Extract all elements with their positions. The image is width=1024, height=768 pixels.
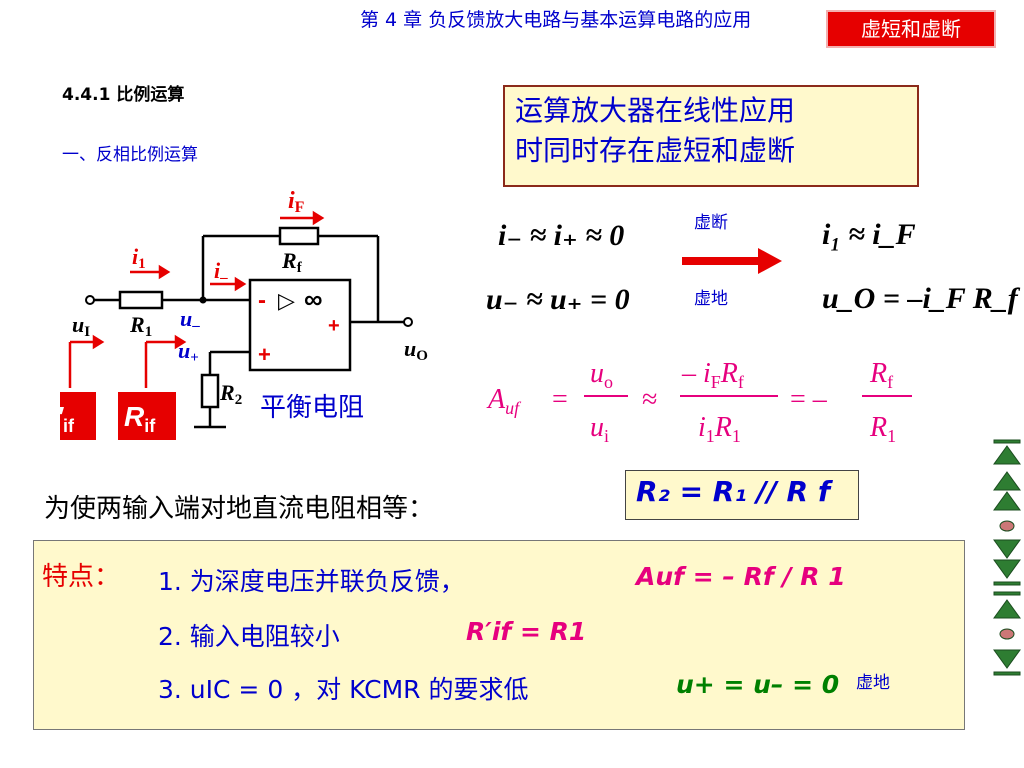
label-i1: i1 <box>132 244 146 272</box>
svg-text:≈: ≈ <box>642 384 657 415</box>
feature-item-1-formula: Auf = – Rf / R 1 <box>636 562 846 591</box>
section-heading: 4.4.1 比例运算 <box>62 85 185 105</box>
label-uo: uO <box>404 336 428 364</box>
feature-item-2-formula: R′if = R1 <box>466 617 587 646</box>
svg-text:uo: uo <box>590 358 613 392</box>
opamp-box <box>248 278 352 372</box>
output-terminal <box>403 317 413 327</box>
nav-back-icon[interactable] <box>999 628 1015 640</box>
feature-item-3: 3. uIC = 0 ，对 KCMR 的要求低 <box>158 675 529 704</box>
nav-home-icon[interactable] <box>999 520 1015 532</box>
input-terminal <box>85 295 95 305</box>
svg-text:Rf: Rf <box>869 358 893 392</box>
resistor-r1 <box>118 290 164 310</box>
svg-text:i1R1: i1R1 <box>698 412 741 446</box>
feature-item-3-formula: u+ = u– = 0 <box>676 670 840 699</box>
svg-text:– iFRf: – iFRf <box>681 358 744 392</box>
note-virtual-ground: 虚地 <box>694 289 728 309</box>
resistor-rf <box>278 226 320 246</box>
chapter-title: 第 4 章 负反馈放大电路与基本运算电路的应用 <box>360 9 752 31</box>
features-label: 特点： <box>42 562 121 592</box>
label-rf: Rf <box>281 248 303 276</box>
feature-item-2: 2. 输入电阻较小 <box>158 622 340 651</box>
feature-item-1: 1. 为深度电压并联负反馈， <box>158 567 465 596</box>
resistor-r2 <box>200 373 220 409</box>
label-ui: uI <box>72 312 90 340</box>
svg-text:ui: ui <box>590 412 609 446</box>
svg-text:R′if: R′if <box>60 401 75 436</box>
opamp-output-plus: + <box>328 315 340 337</box>
formula-current-equal: i₁ ≈ i_F <box>822 218 916 251</box>
svg-text:= –: = – <box>790 384 828 415</box>
nav-prev-icon[interactable] <box>993 591 1021 619</box>
label-r2: R2 <box>219 380 242 408</box>
note-virtual-open: 虚断 <box>694 213 728 233</box>
opamp-infinity-icon: ∞ <box>304 284 323 314</box>
opamp-plus-sign: + <box>258 342 271 367</box>
slide-navigation <box>993 439 1021 676</box>
nav-last-icon[interactable] <box>993 649 1021 676</box>
key-point-line1: 运算放大器在线性应用 <box>515 94 796 127</box>
formula-virtual-open: i₋ ≈ i₊ ≈ 0 <box>498 219 625 252</box>
junction-node <box>199 296 207 304</box>
formula-output-voltage: u_O = –i_F R_f <box>822 282 1018 315</box>
nav-prev-page-icon[interactable] <box>993 471 1021 511</box>
formula-virtual-ground: u₋ ≈ u₊ = 0 <box>486 283 630 316</box>
svg-text:=: = <box>552 384 568 415</box>
feature-item-3-note: 虚地 <box>856 673 890 693</box>
equal-resistance-text: 为使两输入端对地直流电阻相等： <box>44 494 435 524</box>
nav-virtual-short-button[interactable]: 虚短和虚断 <box>826 10 996 48</box>
implies-arrow-icon <box>682 248 782 274</box>
svg-text:R1: R1 <box>869 412 896 446</box>
label-if: iF <box>288 188 305 216</box>
gain-formula: Auf = uo ui ≈ – iFRf i1R1 = – Rf R1 <box>486 358 912 446</box>
key-point-box: 运算放大器在线性应用 时同时存在虚短和虚断 <box>503 85 919 187</box>
features-box <box>33 540 965 730</box>
opamp-minus-sign: - <box>258 287 266 314</box>
nav-next-page-icon[interactable] <box>993 539 1021 586</box>
svg-text:Auf: Auf <box>486 384 522 418</box>
svg-text:Rif: Rif <box>124 401 156 436</box>
label-uplus: u+ <box>178 338 199 366</box>
label-iminus: i– <box>214 258 228 286</box>
label-r1: R1 <box>129 312 152 340</box>
badge-r-if <box>118 392 176 440</box>
label-uminus: u– <box>180 306 200 334</box>
r2-formula-box: R₂ = R₁ // R f <box>625 470 859 520</box>
balance-resistor-label: 平衡电阻 <box>260 393 364 423</box>
key-point-line2: 时同时存在虚短和虚断 <box>515 134 796 167</box>
inverting-amplifier-circuit: iF Rf i1 i– u– u+ uI R1 R2 uO - + ▷ ∞ + … <box>60 188 428 440</box>
subsection-heading: 一、反相比例运算 <box>62 145 198 165</box>
badge-rprime-if <box>60 392 96 440</box>
nav-first-icon[interactable] <box>993 439 1021 465</box>
opamp-triangle-icon: ▷ <box>278 288 295 313</box>
